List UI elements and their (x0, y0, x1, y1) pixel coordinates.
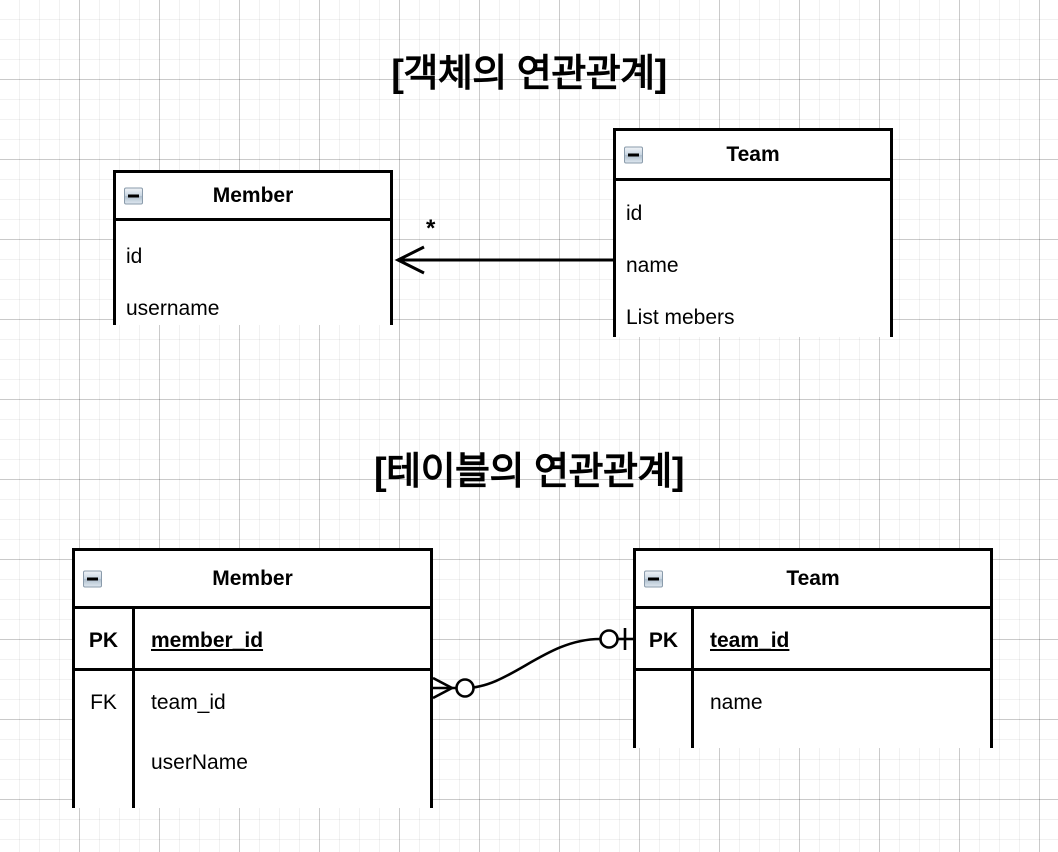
field-name: name (710, 691, 763, 714)
minus-box-icon[interactable] (644, 570, 663, 587)
table-title-team: Team (786, 567, 840, 590)
minus-box-icon[interactable] (83, 570, 102, 587)
one-and-only-one-notation-icon (599, 628, 633, 650)
minus-box-icon[interactable] (624, 146, 643, 163)
table-row[interactable]: name (636, 671, 990, 748)
table-row[interactable]: FK team_id userName (75, 671, 430, 808)
attribute-id: id (126, 245, 143, 268)
table-body-member: PK member_id FK team_id userName (75, 609, 430, 808)
table-entity-team[interactable]: Team PK team_id name (633, 548, 993, 748)
table-key-cell (636, 671, 694, 748)
table-row[interactable]: PK team_id (636, 609, 990, 671)
relationship-line (464, 637, 601, 690)
entity-body-member: id username (116, 221, 390, 325)
entity-body-team: id name List mebers (616, 181, 890, 337)
table-key-cell: PK (636, 609, 694, 668)
multiplicity-label-star: * (426, 215, 436, 242)
object-entity-team[interactable]: Team id name List mebers (613, 128, 893, 337)
table-body-team: PK team_id name (636, 609, 990, 748)
table-relationship-connector[interactable] (432, 628, 633, 700)
field-team-id: team_id (710, 629, 790, 652)
zero-or-many-notation-icon (432, 676, 475, 700)
table-relation-title: [테이블의 연관관계] (373, 451, 685, 493)
field-team-id: team_id (151, 691, 226, 714)
field-member-id: member_id (151, 629, 264, 652)
object-relation-title: [객체의 연관관계] (391, 53, 667, 95)
table-header-member: Member (75, 551, 430, 609)
table-entity-member[interactable]: Member PK member_id FK team_id userName (72, 548, 433, 808)
attribute-id: id (626, 202, 643, 225)
key-label-fk: FK (90, 691, 117, 714)
entity-header-team: Team (616, 131, 890, 181)
minus-box-icon[interactable] (124, 187, 143, 204)
entity-title-member: Member (212, 184, 294, 207)
attribute-name: name (626, 254, 679, 277)
open-arrow-head-icon (394, 245, 425, 275)
key-label-pk: PK (648, 629, 679, 652)
table-key-cell: PK (75, 609, 135, 668)
object-entity-member[interactable]: Member id username (113, 170, 393, 325)
table-key-cell: FK (75, 671, 135, 808)
field-username: userName (151, 751, 248, 774)
attribute-username: username (126, 297, 220, 320)
table-title-member: Member (212, 567, 293, 590)
table-header-team: Team (636, 551, 990, 609)
entity-header-member: Member (116, 173, 390, 221)
key-label-pk: PK (88, 629, 119, 652)
object-association-arrow[interactable] (394, 245, 613, 275)
table-row[interactable]: PK member_id (75, 609, 430, 671)
entity-title-team: Team (726, 143, 780, 166)
attribute-list-mebers: List mebers (626, 306, 735, 329)
